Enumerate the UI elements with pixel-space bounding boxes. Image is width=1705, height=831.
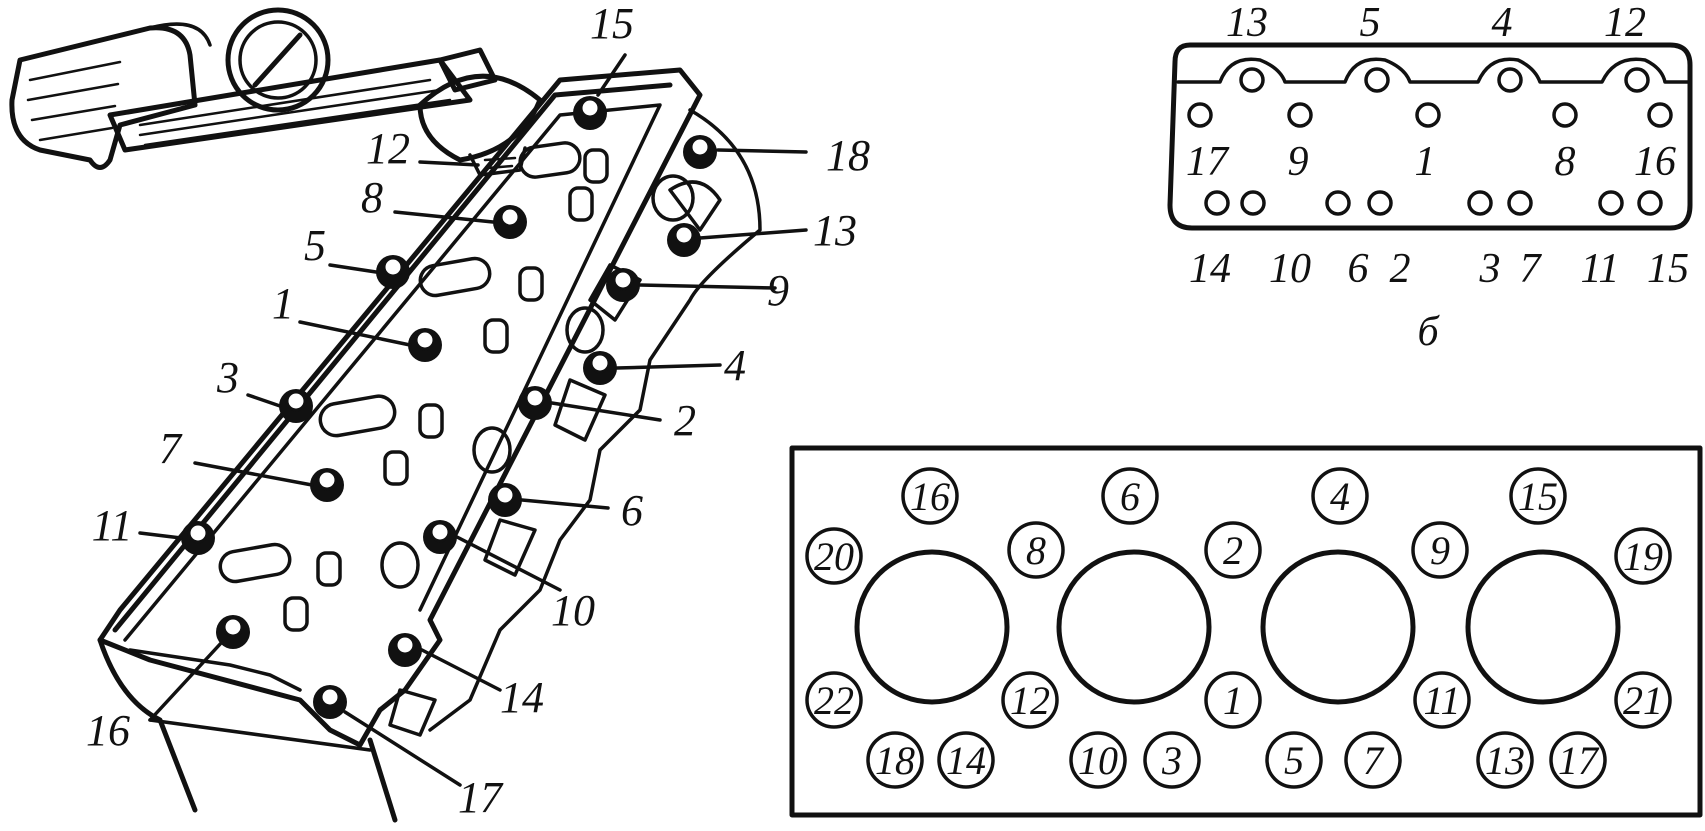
bolt-18 xyxy=(683,135,717,169)
panel-b-labels: 13 5 4 12 17 9 1 8 16 14 10 6 2 3 7 11 1… xyxy=(1186,0,1689,355)
panel-b-label-2: 2 xyxy=(1390,246,1411,292)
numbered-bolt-circles xyxy=(805,467,1672,789)
bolt-label-1: 1 xyxy=(272,279,294,328)
bolt-label-12: 12 xyxy=(366,124,410,173)
bolt-label-9: 9 xyxy=(767,266,789,315)
leader-lines xyxy=(138,53,808,787)
bolt-label-4: 4 xyxy=(724,341,746,390)
panel-b-label-6: 6 xyxy=(1348,246,1369,292)
panel-b-label-1: 1 xyxy=(1415,139,1436,185)
bolt-label-10: 10 xyxy=(551,586,595,635)
bolt-15 xyxy=(573,96,607,130)
bolt-label-18: 18 xyxy=(826,131,870,180)
bolt-8 xyxy=(493,205,527,239)
bolt-13 xyxy=(667,223,701,257)
gasket-label-11: 11 xyxy=(1423,678,1460,723)
gasket-label-17: 17 xyxy=(1558,738,1600,783)
gasket-label-8: 8 xyxy=(1026,528,1046,573)
bolt-2 xyxy=(518,386,552,420)
bolt-9 xyxy=(606,268,640,302)
gasket-label-18: 18 xyxy=(875,738,915,783)
gasket-label-13: 13 xyxy=(1485,738,1525,783)
bolt-label-5: 5 xyxy=(304,221,326,270)
gasket-label-22: 22 xyxy=(814,678,854,723)
panel-b-label-3: 3 xyxy=(1479,246,1501,292)
gasket-label-6: 6 xyxy=(1120,474,1140,519)
gasket-label-9: 9 xyxy=(1430,528,1450,573)
gasket-label-2: 2 xyxy=(1223,528,1243,573)
bolt-label-17: 17 xyxy=(458,773,504,822)
gasket-label-10: 10 xyxy=(1078,738,1118,783)
head-bolts xyxy=(181,96,717,719)
bolt-label-2: 2 xyxy=(674,396,696,445)
gasket-label-16: 16 xyxy=(910,474,950,519)
panel-b-label-5: 5 xyxy=(1360,0,1381,46)
gasket-label-15: 15 xyxy=(1518,474,1558,519)
cylinder-bores xyxy=(854,549,1621,705)
cylinder-head-outline xyxy=(97,67,762,823)
bolt-label-3: 3 xyxy=(216,353,239,402)
gasket-label-19: 19 xyxy=(1623,534,1663,579)
bolt-6 xyxy=(488,483,522,517)
torque-wrench xyxy=(107,7,543,177)
bolt-10 xyxy=(423,520,457,554)
bolt-label-group: 15 12 18 8 13 5 9 1 4 3 2 7 6 11 10 14 1… xyxy=(86,0,870,822)
bolt-14 xyxy=(388,633,422,667)
port-ovals xyxy=(218,141,609,632)
bolt-7 xyxy=(310,468,344,502)
gasket-label-14: 14 xyxy=(946,738,986,783)
bolt-1 xyxy=(408,328,442,362)
bolt-5 xyxy=(376,255,410,289)
panel-c-gasket: 16 6 4 15 20 8 2 9 19 22 12 1 11 21 18 1… xyxy=(789,445,1703,818)
panel-b-label-11: 11 xyxy=(1581,246,1620,292)
panel-b-label-16: 16 xyxy=(1634,139,1676,185)
bolt-label-15: 15 xyxy=(590,0,634,48)
bolt-label-6: 6 xyxy=(621,486,643,535)
gasket-label-1: 1 xyxy=(1223,678,1243,723)
bolt-label-8: 8 xyxy=(361,173,383,222)
panel-b-holes xyxy=(1187,67,1673,216)
bolt-label-16: 16 xyxy=(86,706,130,755)
bolt-label-7: 7 xyxy=(159,424,183,473)
gasket-label-20: 20 xyxy=(814,534,854,579)
panel-b-label-7: 7 xyxy=(1520,246,1543,292)
gasket-label-5: 5 xyxy=(1284,738,1304,783)
panel-b-label-17: 17 xyxy=(1186,139,1230,185)
hand-illustration xyxy=(9,22,212,170)
gasket-label-12: 12 xyxy=(1010,678,1050,723)
gasket-label-7: 7 xyxy=(1363,738,1385,783)
bolt-4 xyxy=(583,351,617,385)
panel-b-head-plan: 13 5 4 12 17 9 1 8 16 14 10 6 2 3 7 11 1… xyxy=(1167,0,1693,355)
panel-b-label-12: 12 xyxy=(1604,0,1646,46)
bolt-label-13: 13 xyxy=(813,206,857,255)
panel-a-cylinder-head: 15 12 18 8 13 5 9 1 4 3 2 7 6 11 10 14 1… xyxy=(9,0,870,823)
bolt-17 xyxy=(313,685,347,719)
bolt-label-14: 14 xyxy=(500,673,544,722)
gasket-circle-labels: 16 6 4 15 20 8 2 9 19 22 12 1 11 21 18 1… xyxy=(814,474,1663,783)
bolt-11 xyxy=(181,521,215,555)
panel-b-label-14: 14 xyxy=(1189,246,1231,292)
gasket-label-4: 4 xyxy=(1330,474,1350,519)
panel-b-label-4: 4 xyxy=(1492,0,1513,46)
bolt-16 xyxy=(216,615,250,649)
panel-b-caption: б xyxy=(1417,309,1440,355)
panel-b-label-10: 10 xyxy=(1269,246,1311,292)
bolt-3 xyxy=(279,389,313,423)
gasket-label-3: 3 xyxy=(1161,738,1182,783)
panel-b-label-15: 15 xyxy=(1647,246,1689,292)
gasket-label-21: 21 xyxy=(1623,678,1663,723)
panel-b-label-9: 9 xyxy=(1288,139,1309,185)
panel-b-label-8: 8 xyxy=(1555,139,1576,185)
panel-b-label-13: 13 xyxy=(1226,0,1268,46)
bolt-label-11: 11 xyxy=(92,501,133,550)
